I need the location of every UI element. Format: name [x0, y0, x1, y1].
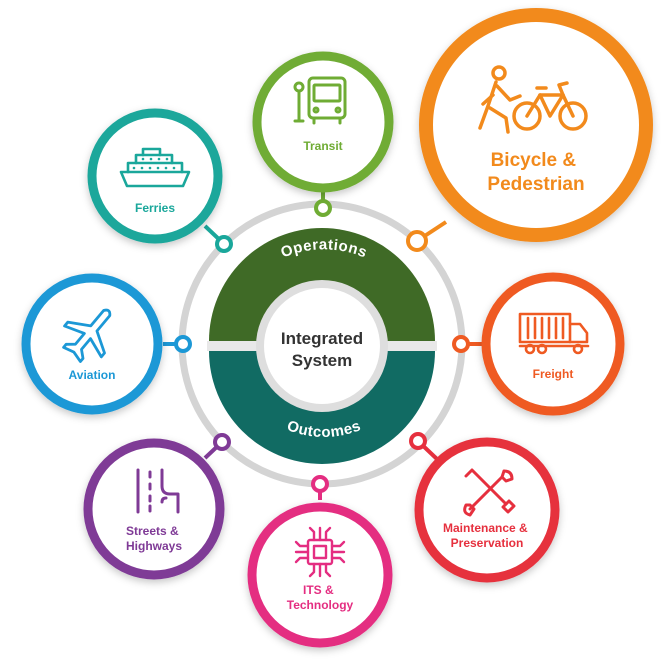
- dot-its: [311, 475, 329, 493]
- ferry-icon: [119, 147, 191, 188]
- node-aviation-circle: [21, 273, 163, 415]
- node-ferries[interactable]: Ferries: [87, 108, 223, 244]
- node-ferries-circle: [87, 108, 223, 244]
- node-freight-label: Freight: [533, 367, 574, 381]
- node-maintenance-label-line1: Maintenance &: [443, 521, 528, 535]
- dot-ferries: [215, 235, 233, 253]
- node-maintenance-circle: [414, 437, 560, 583]
- road-icon: [136, 468, 180, 514]
- node-bicycle-label-line1: Bicycle &: [491, 150, 577, 171]
- outcomes-label-path: Outcomes: [285, 417, 363, 441]
- node-transit[interactable]: Transit: [252, 51, 394, 193]
- node-streets-circle: [83, 438, 225, 580]
- center-title-line1: Integrated: [281, 329, 363, 348]
- node-its-label-line2: Technology: [287, 598, 354, 612]
- node-ferries-label: Ferries: [135, 201, 175, 215]
- dot-aviation: [174, 335, 192, 353]
- dot-transit: [314, 199, 332, 217]
- node-its[interactable]: ITS & Technology: [247, 502, 393, 648]
- ring-dots: [174, 199, 470, 493]
- node-maintenance-label: Maintenance & Preservation: [443, 521, 531, 550]
- truck-icon: [518, 312, 590, 355]
- node-streets-label-line2: Highways: [126, 539, 182, 553]
- dot-maintenance: [409, 432, 427, 450]
- node-streets[interactable]: Streets & Highways: [83, 438, 225, 580]
- node-transit-label-line1: Transit: [303, 139, 342, 153]
- node-aviation[interactable]: Aviation: [21, 273, 163, 415]
- node-bicycle-label: Bicycle & Pedestrian: [487, 150, 584, 195]
- center-hub: Integrated System Operations Outcomes: [207, 228, 437, 464]
- node-bicycle-label-line2: Pedestrian: [487, 174, 584, 195]
- node-streets-label: Streets & Highways: [126, 524, 182, 553]
- node-freight[interactable]: Freight: [481, 272, 625, 416]
- center-title-line2: System: [292, 351, 352, 370]
- dot-streets: [213, 433, 231, 451]
- dot-bicycle: [406, 230, 428, 252]
- node-ferries-label-line1: Ferries: [135, 201, 175, 215]
- airplane-icon: [62, 308, 112, 363]
- center-disc: [264, 288, 380, 404]
- node-freight-circle: [481, 272, 625, 416]
- bicycle-pedestrian-icon: [478, 65, 588, 134]
- node-bicycle[interactable]: Bicycle & Pedestrian: [419, 8, 653, 242]
- outcomes-label: Outcomes: [285, 417, 363, 441]
- node-its-label-line1: ITS &: [303, 583, 334, 597]
- wrench-icon: [463, 468, 516, 517]
- node-maintenance-label-line2: Preservation: [451, 536, 524, 550]
- node-its-label: ITS & Technology: [287, 583, 354, 612]
- bus-icon: [293, 76, 347, 125]
- node-aviation-label: Aviation: [69, 368, 116, 382]
- node-transit-circle: [252, 51, 394, 193]
- node-streets-label-line1: Streets &: [126, 524, 179, 538]
- chip-icon: [294, 526, 346, 578]
- dot-freight: [452, 335, 470, 353]
- node-aviation-label-line1: Aviation: [69, 368, 116, 382]
- node-transit-label: Transit: [303, 139, 342, 153]
- node-freight-label-line1: Freight: [533, 367, 574, 381]
- node-maintenance[interactable]: Maintenance & Preservation: [414, 437, 560, 583]
